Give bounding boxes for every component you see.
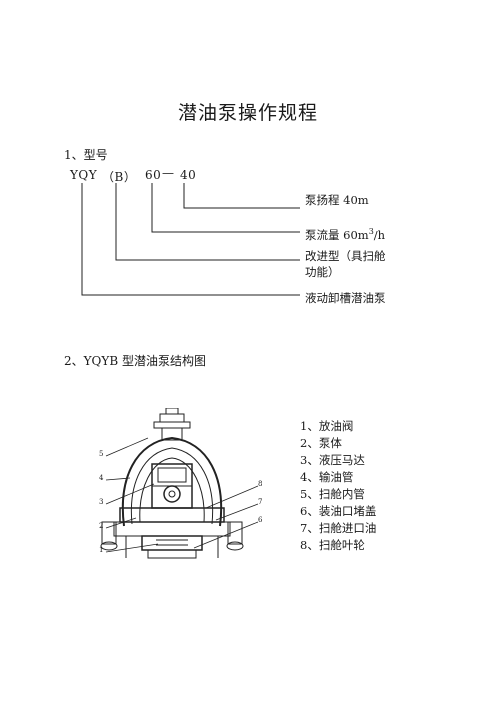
parts-list-item: 5、扫舱内管 (300, 487, 365, 501)
parts-list-item: 7、扫舱进口油 (300, 521, 377, 535)
model-code-dash: — (162, 166, 175, 180)
label-pump-flow: 泵流量 60m3/h (305, 227, 386, 242)
parts-list-item: 6、装油口堵盖 (300, 504, 377, 518)
parts-list-item: 2、泵体 (300, 436, 342, 450)
parts-list-item: 4、输油管 (300, 470, 354, 484)
callout-number: 5 (99, 450, 104, 458)
model-code-b: （B） (102, 170, 137, 184)
parts-list-item: 3、液压马达 (300, 453, 365, 467)
callout-number: 7 (258, 498, 263, 506)
callout-number: 1 (99, 546, 104, 554)
model-code-head: 40 (180, 168, 197, 182)
parts-list-item: 8、扫舱叶轮 (300, 538, 365, 552)
section-1-heading: 1、型号 (64, 148, 108, 162)
section-2-heading: 2、YQYB 型潜油泵结构图 (64, 354, 206, 368)
model-code-flow: 60 (145, 168, 162, 182)
label-pump-type: 液动卸槽潜油泵 (305, 291, 386, 305)
callout-number: 4 (99, 474, 104, 482)
label-improved-type: 改进型（具扫舱功能） (305, 249, 386, 279)
callout-number: 6 (258, 516, 263, 524)
callout-number: 2 (99, 522, 104, 530)
callout-number: 8 (258, 480, 263, 488)
page-title: 潜油泵操作规程 (177, 102, 318, 124)
callout-number: 3 (99, 498, 104, 506)
model-code-yqy: YQY (70, 168, 98, 182)
parts-list: 1、放油阀 2、泵体 3、液压马达 4、输油管 5、扫舱内管 6、装油口堵盖 7… (300, 418, 376, 554)
parts-list-item: 1、放油阀 (300, 419, 354, 433)
label-pump-head: 泵扬程 40m (305, 193, 369, 207)
pump-structure-diagram (100, 408, 259, 559)
